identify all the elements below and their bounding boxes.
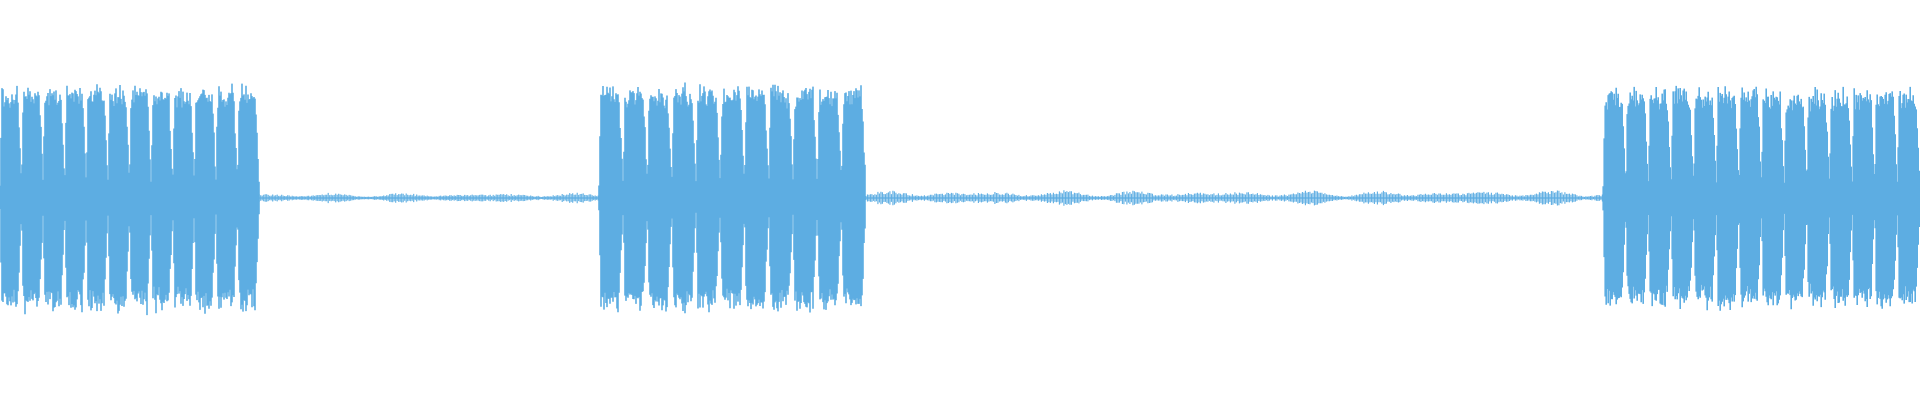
- waveform-quiet-segment: [258, 192, 599, 204]
- waveform-burst-segment: [0, 83, 260, 316]
- waveform-samples: [598, 82, 866, 314]
- waveform-samples: [1602, 85, 1920, 311]
- waveform-samples: [865, 190, 1603, 206]
- waveform-samples: [0, 83, 260, 316]
- waveform-burst-segment: [1602, 85, 1920, 311]
- waveform-samples: [258, 192, 599, 204]
- waveform-burst-segment: [598, 82, 866, 314]
- waveform-quiet-segment: [865, 190, 1603, 206]
